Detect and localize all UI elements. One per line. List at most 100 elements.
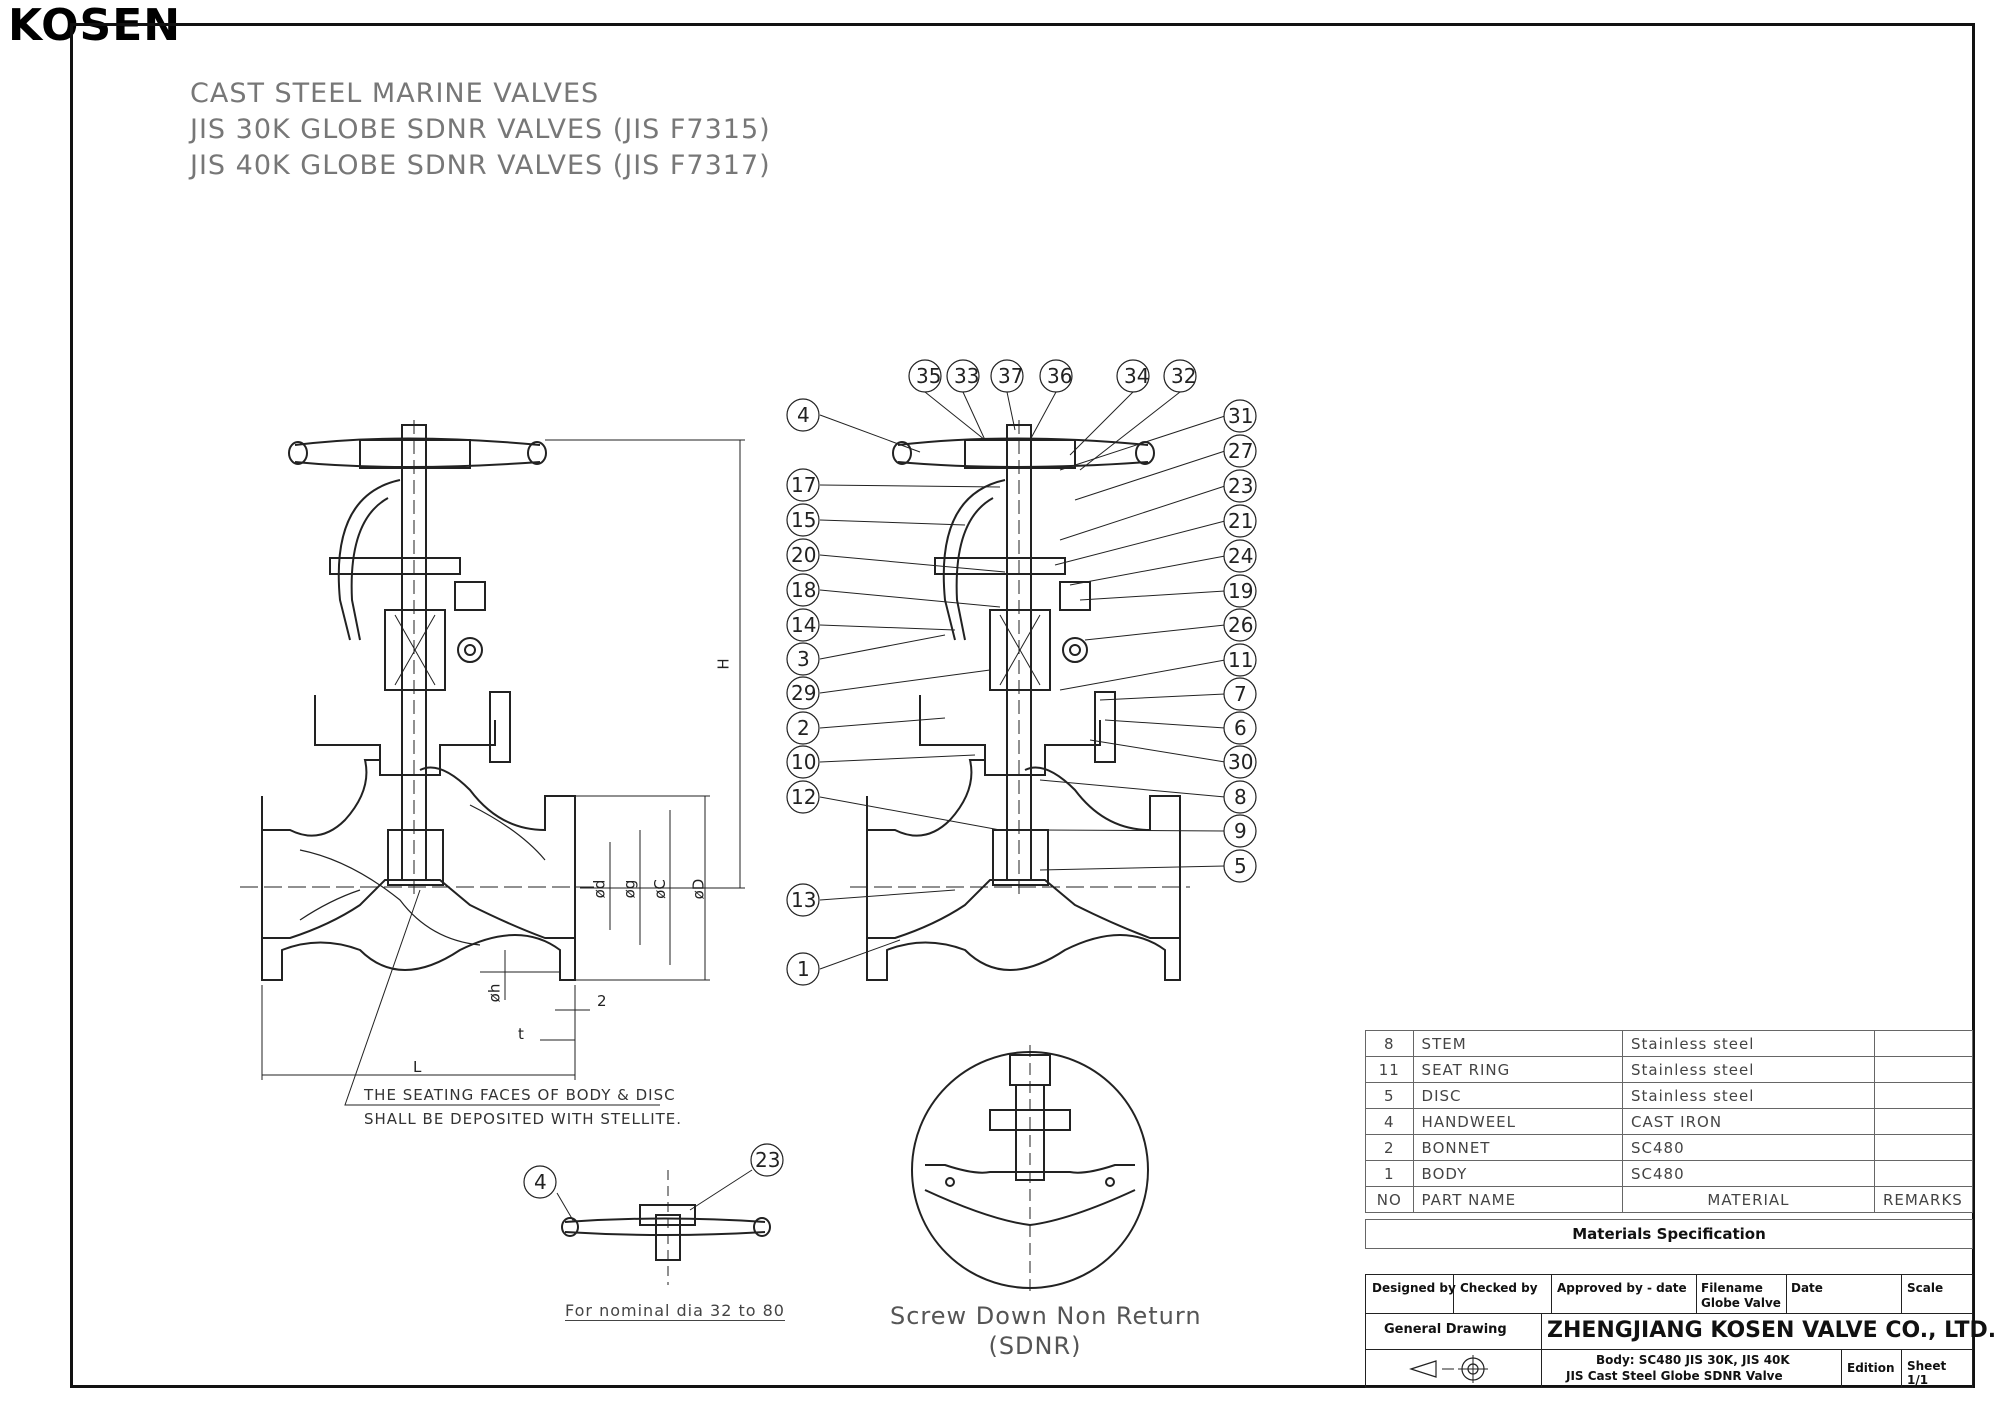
balloon-1: 1 (797, 957, 810, 981)
body-spec-line: Body: SC480 JIS 30K, JIS 40K (1596, 1353, 1790, 1367)
title-block: Designed by Checked by Approved by - dat… (1365, 1274, 1996, 1388)
balloon-29: 29 (791, 681, 817, 705)
left-dimensions (261, 439, 745, 1080)
table-row: 11 SEAT RING Stainless steel (1365, 1056, 1974, 1083)
header-remarks: REMARKS (1873, 1186, 1974, 1213)
table-row: 1 BODY SC480 (1365, 1160, 1974, 1187)
materials-table: 8 STEM Stainless steel 11 SEAT RING Stai… (1365, 1030, 1974, 1213)
part-remarks (1873, 1056, 1974, 1083)
company-name: ZHENGJIANG KOSEN VALVE CO., LTD. (1547, 1318, 1997, 1343)
part-material: CAST IRON (1622, 1108, 1875, 1135)
balloon-27: 27 (1228, 439, 1254, 463)
balloon-8: 8 (1234, 785, 1247, 809)
part-material: Stainless steel (1622, 1030, 1875, 1057)
date-label: Date (1791, 1281, 1823, 1295)
balloon-36: 36 (1047, 364, 1073, 388)
balloon-37: 37 (998, 364, 1024, 388)
scale-label: Scale (1907, 1281, 1944, 1295)
table-row: 2 BONNET SC480 (1365, 1134, 1974, 1161)
part-material: Stainless steel (1622, 1082, 1875, 1109)
drawing-frame (70, 23, 1975, 1388)
balloon-12: 12 (791, 785, 817, 809)
dim-2: 2 (597, 992, 607, 1010)
part-remarks (1873, 1134, 1974, 1161)
balloon-4: 4 (797, 403, 810, 427)
projection-symbol-icon (1409, 1355, 1488, 1383)
detail-balloon-4: 4 (534, 1170, 547, 1194)
designed-by-label: Designed by (1372, 1281, 1456, 1295)
balloon-33: 33 (954, 364, 980, 388)
balloons (523, 359, 1257, 1199)
small-handwheel-detail (556, 1169, 771, 1285)
part-name: BONNET (1412, 1134, 1624, 1161)
dim-h: øh (485, 983, 504, 1003)
balloon-3: 3 (797, 647, 810, 671)
dim-d: ød (590, 879, 609, 899)
checked-by-label: Checked by (1460, 1281, 1538, 1295)
approved-by-label: Approved by - date (1557, 1281, 1687, 1295)
balloon-35: 35 (916, 364, 942, 388)
balloon-11: 11 (1228, 648, 1254, 672)
dim-H: H (714, 658, 733, 670)
materials-spec-caption: Materials Specification (1365, 1219, 1973, 1249)
sdnr-caption-line-1: Screw Down Non Return (890, 1302, 1202, 1330)
filename-label: Filename (1701, 1281, 1763, 1295)
balloon-15: 15 (791, 508, 817, 532)
detail-balloon-23: 23 (755, 1148, 781, 1172)
part-name: STEM (1412, 1030, 1624, 1057)
balloon-32: 32 (1171, 364, 1197, 388)
sheet-label: Sheet (1907, 1359, 1947, 1373)
part-remarks (1873, 1160, 1974, 1187)
filename-value: Globe Valve (1701, 1296, 1781, 1310)
part-name: SEAT RING (1412, 1056, 1624, 1083)
seating-note-line-2: SHALL BE DEPOSITED WITH STELLITE. (364, 1110, 683, 1128)
general-drawing-label: General Drawing (1384, 1322, 1507, 1337)
dim-L: L (413, 1058, 422, 1076)
right-valve-section (850, 420, 1190, 981)
balloon-21: 21 (1228, 509, 1254, 533)
balloon-17: 17 (791, 473, 817, 497)
header-no: NO (1365, 1186, 1414, 1213)
balloon-23: 23 (1228, 474, 1254, 498)
part-no: 4 (1365, 1108, 1414, 1135)
balloon-2: 2 (797, 716, 810, 740)
balloon-7: 7 (1234, 682, 1247, 706)
part-name: HANDWEEL (1412, 1108, 1624, 1135)
balloon-30: 30 (1228, 750, 1254, 774)
sdnr-caption-line-2: (SDNR) (988, 1332, 1082, 1360)
dim-D: øD (689, 878, 708, 900)
table-row: 4 HANDWEEL CAST IRON (1365, 1108, 1974, 1135)
seating-note-line-1: THE SEATING FACES OF BODY & DISC (364, 1086, 676, 1104)
part-material: Stainless steel (1622, 1056, 1875, 1083)
balloon-leaders (819, 391, 1226, 970)
part-material: SC480 (1622, 1160, 1875, 1187)
balloon-20: 20 (791, 543, 817, 567)
part-remarks (1873, 1082, 1974, 1109)
balloon-9: 9 (1234, 819, 1247, 843)
title-line-3: JIS 40K GLOBE SDNR VALVES (JIS F7317) (190, 150, 771, 181)
nominal-dia-caption: For nominal dia 32 to 80 (565, 1301, 785, 1321)
balloon-24: 24 (1228, 544, 1254, 568)
balloon-10: 10 (791, 750, 817, 774)
balloon-34: 34 (1124, 364, 1150, 388)
part-no: 1 (1365, 1160, 1414, 1187)
part-remarks (1873, 1108, 1974, 1135)
header-material: MATERIAL (1622, 1186, 1875, 1213)
left-valve-section (240, 420, 600, 981)
part-material: SC480 (1622, 1134, 1875, 1161)
part-no: 2 (1365, 1134, 1414, 1161)
part-remarks (1873, 1030, 1974, 1057)
table-row: 8 STEM Stainless steel (1365, 1030, 1974, 1057)
table-row: 5 DISC Stainless steel (1365, 1082, 1974, 1109)
title-line-1: CAST STEEL MARINE VALVES (190, 78, 600, 109)
balloon-31: 31 (1228, 404, 1254, 428)
balloon-13: 13 (791, 888, 817, 912)
title-line-2: JIS 30K GLOBE SDNR VALVES (JIS F7315) (190, 114, 771, 145)
balloon-6: 6 (1234, 716, 1247, 740)
part-no: 8 (1365, 1030, 1414, 1057)
table-header-row: NO PART NAME MATERIAL REMARKS (1365, 1186, 1974, 1213)
dim-C: øC (650, 879, 669, 899)
sheet-value: 1/1 (1907, 1373, 1929, 1387)
dim-t: t (518, 1025, 524, 1043)
part-name: BODY (1412, 1160, 1624, 1187)
